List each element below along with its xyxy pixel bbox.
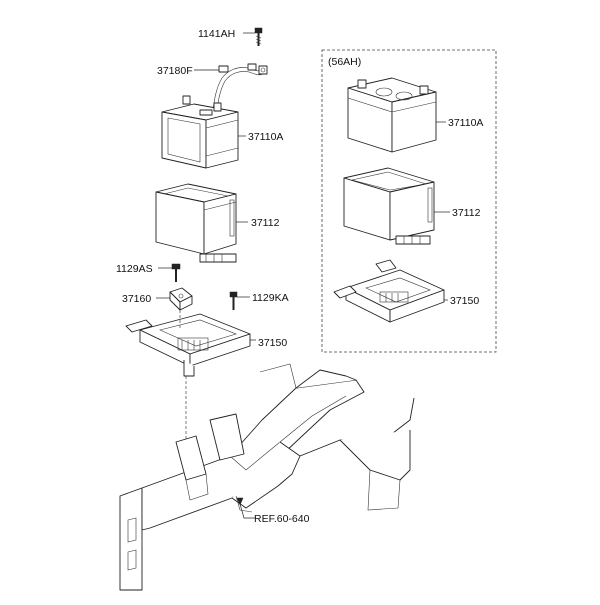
inset-tray-37112 [343, 167, 435, 245]
inset-title: (56AH) [328, 56, 361, 68]
label-37110a: 37110A [248, 131, 283, 143]
label-1129as: 1129AS [116, 263, 153, 275]
inset-label-37110a: 37110A [448, 117, 483, 129]
label-37150: 37150 [258, 337, 287, 349]
inset-label-37112: 37112 [452, 207, 481, 219]
cable-37180f [211, 63, 268, 119]
label-37160: 37160 [122, 293, 151, 305]
bolt-1129ka [229, 291, 238, 310]
bolt-1129as [171, 263, 181, 282]
label-ref-60-640: REF.60-640 [254, 513, 310, 525]
battery-37110a [161, 95, 239, 169]
inset-label-37150: 37150 [450, 295, 479, 307]
tray-37112 [155, 183, 237, 263]
bolt-1141ah [254, 27, 263, 46]
label-37180f: 37180F [157, 65, 193, 77]
inset-56ah-box [321, 49, 497, 353]
inset-base-37150 [333, 259, 445, 323]
body-frame [119, 363, 415, 591]
inset-battery-37110a [347, 77, 437, 153]
label-37112: 37112 [251, 217, 280, 229]
label-1141ah: 1141AH [198, 28, 235, 40]
label-1129ka: 1129KA [252, 292, 289, 304]
bracket-37160 [169, 287, 193, 311]
base-37150 [125, 313, 251, 377]
